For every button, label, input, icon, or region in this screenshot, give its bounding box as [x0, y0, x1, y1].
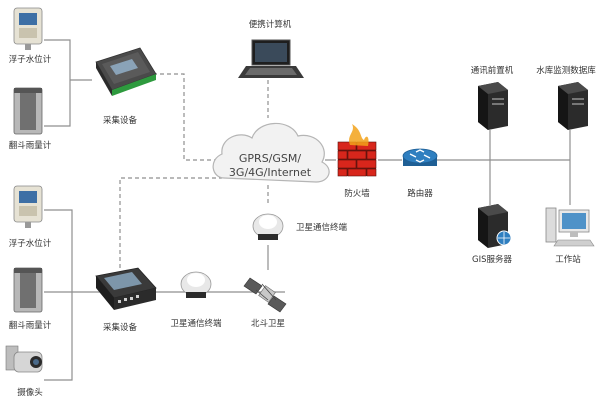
workstation-label: 工作站 — [555, 254, 581, 265]
bottom-sensor-bracket — [44, 209, 73, 381]
sat-terminal-bottom-icon — [180, 271, 212, 298]
rain-gauge-top-icon — [13, 87, 43, 135]
sat-terminal-bottom-label: 卫星通信终端 — [170, 318, 222, 329]
workstation-icon — [545, 207, 595, 247]
router-label: 路由器 — [407, 188, 433, 199]
firewall-label: 防火墙 — [344, 188, 370, 199]
collector-top-label: 采集设备 — [103, 115, 138, 126]
cloud-label-line2: 3G/4G/Internet — [229, 166, 312, 179]
firewall-icon — [337, 124, 377, 177]
db-server-label: 水库监测数据库 — [536, 65, 596, 76]
collector-bottom-icon — [95, 267, 157, 310]
router-icon — [402, 148, 438, 166]
camera-icon — [5, 345, 43, 373]
comm-server-label: 通讯前置机 — [471, 65, 514, 76]
top-sensor-bracket — [44, 39, 71, 127]
comm-server-icon — [478, 82, 508, 130]
collector-bottom-wireless — [119, 177, 222, 268]
gis-server-icon — [478, 204, 512, 248]
rain-gauge-top-label: 翻斗雨量计 — [9, 140, 52, 151]
rain-gauge-bottom-icon — [13, 267, 43, 313]
cloud-label-line1: GPRS/GSM/ — [239, 152, 301, 165]
gis-server-label: GIS服务器 — [472, 254, 512, 265]
db-server-icon — [558, 82, 588, 130]
beidou-label: 北斗卫星 — [251, 319, 285, 329]
laptop-icon — [238, 39, 304, 78]
laptop-label: 便携计算机 — [249, 19, 292, 30]
collector-top-wireless — [153, 73, 222, 161]
cloud-network: GPRS/GSM/ 3G/4G/Internet — [212, 122, 330, 183]
sat-terminal-top-icon — [252, 213, 284, 240]
collector-bottom-label: 采集设备 — [103, 322, 138, 333]
sat-terminal-top-label: 卫星通信终端 — [296, 222, 348, 233]
beidou-satellite-icon — [243, 277, 287, 313]
connection-lines — [44, 39, 571, 381]
collector-top-icon — [95, 47, 157, 96]
float-gauge-top-label: 浮子水位计 — [9, 54, 52, 65]
float-gauge-top-icon — [13, 7, 43, 50]
camera-label: 摄像头 — [17, 387, 43, 398]
float-gauge-bottom-label: 浮子水位计 — [9, 238, 52, 249]
rain-gauge-bottom-label: 翻斗雨量计 — [9, 320, 52, 331]
float-gauge-bottom-icon — [13, 185, 43, 228]
